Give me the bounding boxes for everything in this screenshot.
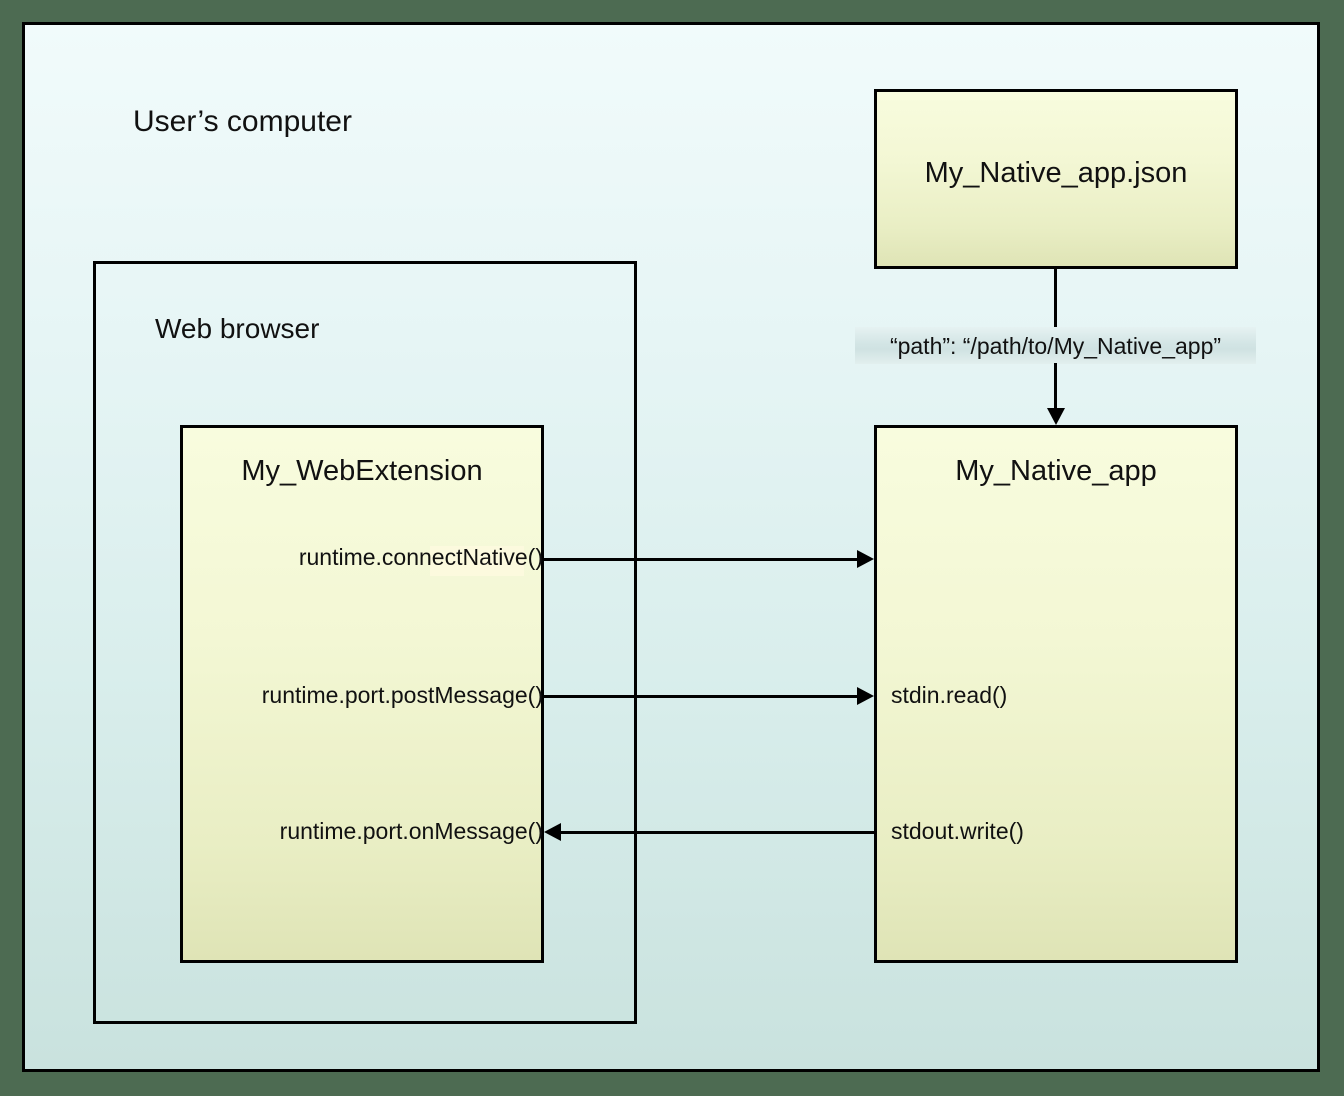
native-app-json-box bbox=[874, 89, 1238, 269]
path-label-band bbox=[855, 327, 1256, 364]
my-native-app-label: My_Native_app bbox=[955, 455, 1157, 487]
api-connect-native-label: runtime.connectNative() bbox=[298, 544, 543, 570]
json-connector-line-top bbox=[1054, 269, 1057, 327]
on-message-arrowhead-icon bbox=[544, 823, 561, 841]
on-message-arrow-line bbox=[561, 831, 874, 834]
my-webextension-label: My_WebExtension bbox=[241, 455, 483, 487]
post-message-arrow-line bbox=[544, 695, 857, 698]
my-native-app-box bbox=[874, 425, 1238, 963]
json-connector-arrowhead-icon bbox=[1047, 408, 1065, 425]
path-label: “path”: “/path/to/My_Native_app” bbox=[889, 333, 1222, 359]
post-message-arrowhead-icon bbox=[857, 687, 874, 705]
my-webextension-box bbox=[180, 425, 544, 963]
api-stdin-read-label: stdin.read() bbox=[891, 682, 1008, 708]
users-computer-label: User’s computer bbox=[133, 105, 352, 138]
api-stdout-write-label: stdout.write() bbox=[891, 818, 1024, 844]
api-on-message-label: runtime.port.onMessage() bbox=[279, 818, 543, 844]
web-browser-container bbox=[93, 261, 637, 1024]
web-browser-label: Web browser bbox=[155, 313, 320, 344]
api-post-message-label: runtime.port.postMessage() bbox=[261, 682, 543, 708]
diagram-canvas: User’s computer Web browser My_Native_ap… bbox=[22, 22, 1320, 1072]
json-connector-line-bottom bbox=[1054, 363, 1057, 408]
native-app-json-label: My_Native_app.json bbox=[924, 157, 1188, 189]
connect-native-highlight bbox=[430, 546, 524, 576]
connect-native-arrowhead-icon bbox=[857, 550, 874, 568]
connect-native-arrow-line bbox=[544, 558, 857, 561]
